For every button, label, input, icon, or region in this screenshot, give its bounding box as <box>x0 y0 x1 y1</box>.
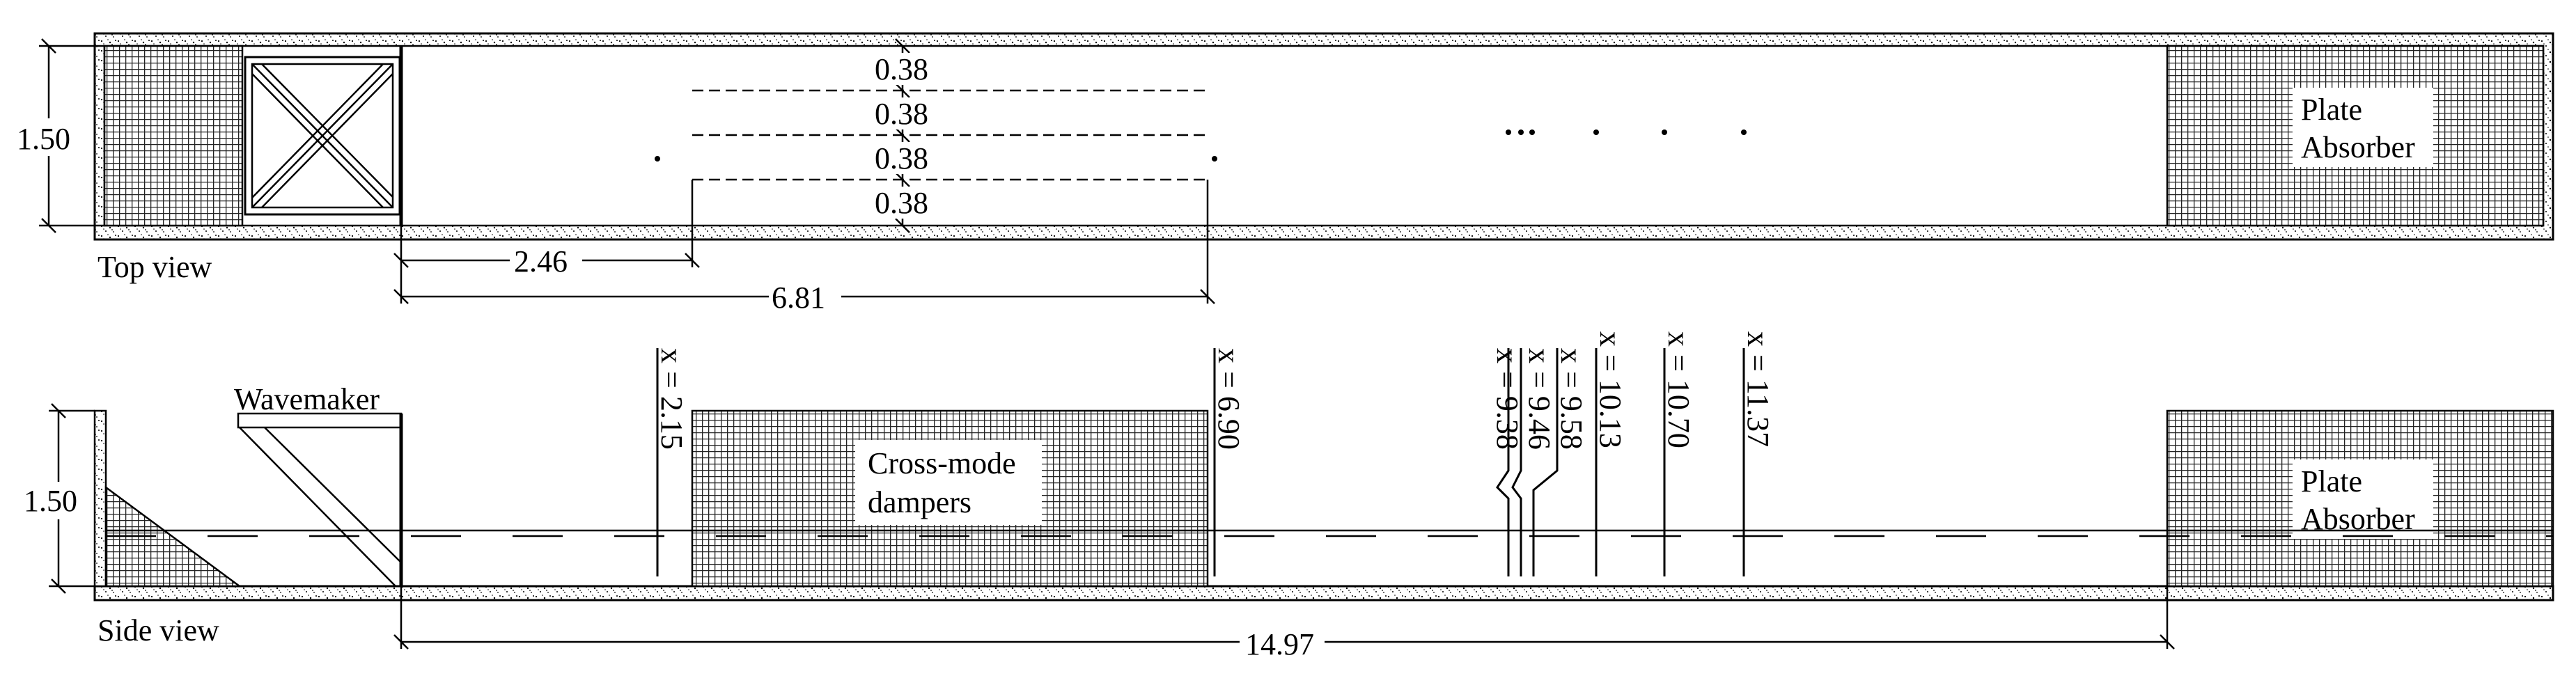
top-view-caption: Top view <box>97 250 212 284</box>
gauge-label-10-13: x = 10.13 <box>1593 331 1627 448</box>
gauge-x-9-46 <box>1511 348 1522 576</box>
side-bed <box>93 585 2554 602</box>
gauge-label-11-37: x = 11.37 <box>1741 331 1775 447</box>
spacing-label-1: 0.38 <box>875 52 928 86</box>
side-view: Wavemaker Cross-mode dampers Plate Absor… <box>21 331 2554 661</box>
gauge-label-10-70: x = 10.70 <box>1662 331 1696 448</box>
top-gauge-lines <box>691 89 1209 226</box>
side-view-caption: Side view <box>97 613 219 647</box>
top-gauge-dots <box>655 129 1747 162</box>
top-width-label: 1.50 <box>17 122 70 156</box>
spacing-label-3: 0.38 <box>875 141 928 175</box>
gauge-label-2-15: x = 2.15 <box>655 348 689 450</box>
gauge-label-9-46: x = 9.46 <box>1522 348 1556 450</box>
side-wave-gauges <box>656 348 1745 576</box>
side-depth-label: 1.50 <box>24 484 77 518</box>
dampers-label-line1: Cross-mode <box>868 446 1016 480</box>
side-absorber-label-line1: Plate <box>2301 464 2362 498</box>
gauge-label-9-38: x = 9.38 <box>1490 348 1524 450</box>
top-left-absorber <box>103 45 244 227</box>
wavemaker-label: Wavemaker <box>234 382 380 416</box>
side-gauge-labels: x = 2.15 x = 6.90 x = 9.38 x = 9.46 x = … <box>655 331 1775 450</box>
gauge-x-9-58 <box>1532 348 1559 576</box>
gauge-label-9-58: x = 9.58 <box>1554 348 1588 450</box>
dampers-label-line2: dampers <box>868 485 971 519</box>
top-wavemaker-box <box>244 46 403 226</box>
gauge-label-6-90: x = 6.90 <box>1212 348 1246 450</box>
side-length-label: 14.97 <box>1245 627 1314 661</box>
side-left-wall <box>93 409 107 588</box>
top-width-label-bg <box>14 118 84 156</box>
top-absorber-label-line2: Absorber <box>2301 130 2415 164</box>
spacing-label-4: 0.38 <box>875 186 928 220</box>
top-absorber-label-line1: Plate <box>2301 93 2362 127</box>
distance-label-6-81: 6.81 <box>772 281 825 315</box>
distance-label-2-46: 2.46 <box>514 244 568 278</box>
top-channel <box>103 45 2545 227</box>
top-view: Plate Absorber 1.50 0.38 0.38 0.38 <box>14 32 2554 315</box>
spacing-label-2: 0.38 <box>875 97 928 131</box>
gauge-x-9-38 <box>1496 348 1510 576</box>
top-absorber-label-box <box>2293 88 2433 167</box>
side-wavemaker <box>237 412 403 587</box>
